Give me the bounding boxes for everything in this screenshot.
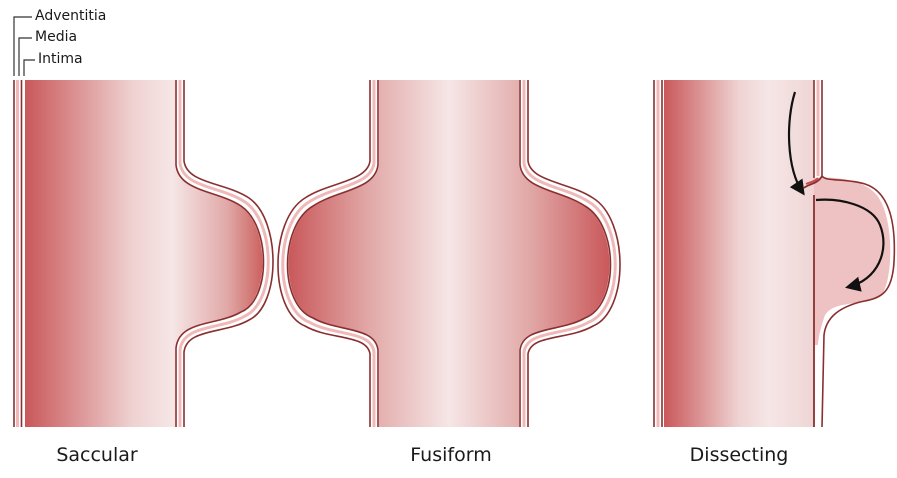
dissecting-caption: Dissecting xyxy=(689,444,789,466)
fusiform-caption: Fusiform xyxy=(410,444,492,466)
fusiform-vessel xyxy=(277,80,621,427)
media-label: Media xyxy=(35,29,78,45)
intima-label: Intima xyxy=(38,51,83,67)
saccular-caption: Saccular xyxy=(56,444,138,466)
saccular-vessel xyxy=(13,80,274,427)
layer-leader-lines xyxy=(13,16,35,76)
dissecting-vessel xyxy=(653,80,896,428)
adventitia-label: Adventitia xyxy=(35,8,107,24)
